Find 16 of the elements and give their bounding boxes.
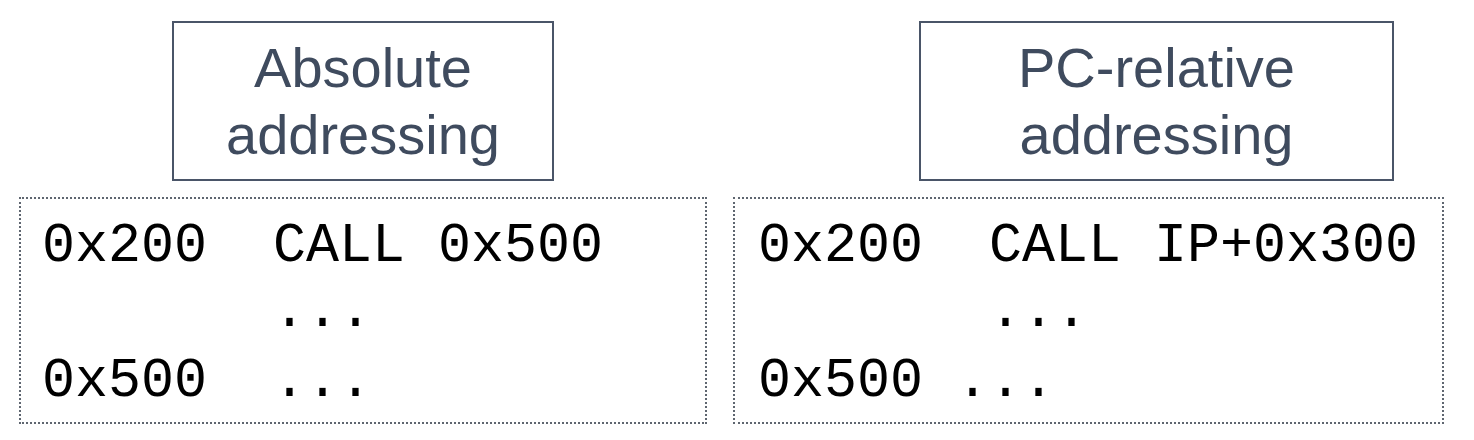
heading-text: Absolute addressing bbox=[225, 35, 501, 168]
memory-address: 0x200 bbox=[758, 219, 924, 274]
ellipsis: ... bbox=[989, 284, 1089, 339]
heading-text: PC-relative addressing bbox=[1017, 35, 1296, 168]
instruction-text: CALL IP+0x300 bbox=[989, 219, 1419, 274]
code-panel bbox=[19, 197, 707, 424]
ellipsis: ... bbox=[273, 284, 373, 339]
memory-address: 0x500 bbox=[42, 354, 208, 409]
title-box bbox=[172, 21, 554, 181]
memory-address: 0x200 bbox=[42, 219, 208, 274]
instruction-text: CALL 0x500 bbox=[273, 219, 604, 274]
title-box bbox=[919, 21, 1394, 181]
ellipsis: ... bbox=[956, 354, 1056, 409]
ellipsis: ... bbox=[273, 354, 373, 409]
code-panel bbox=[733, 197, 1444, 424]
memory-address: 0x500 bbox=[758, 354, 924, 409]
